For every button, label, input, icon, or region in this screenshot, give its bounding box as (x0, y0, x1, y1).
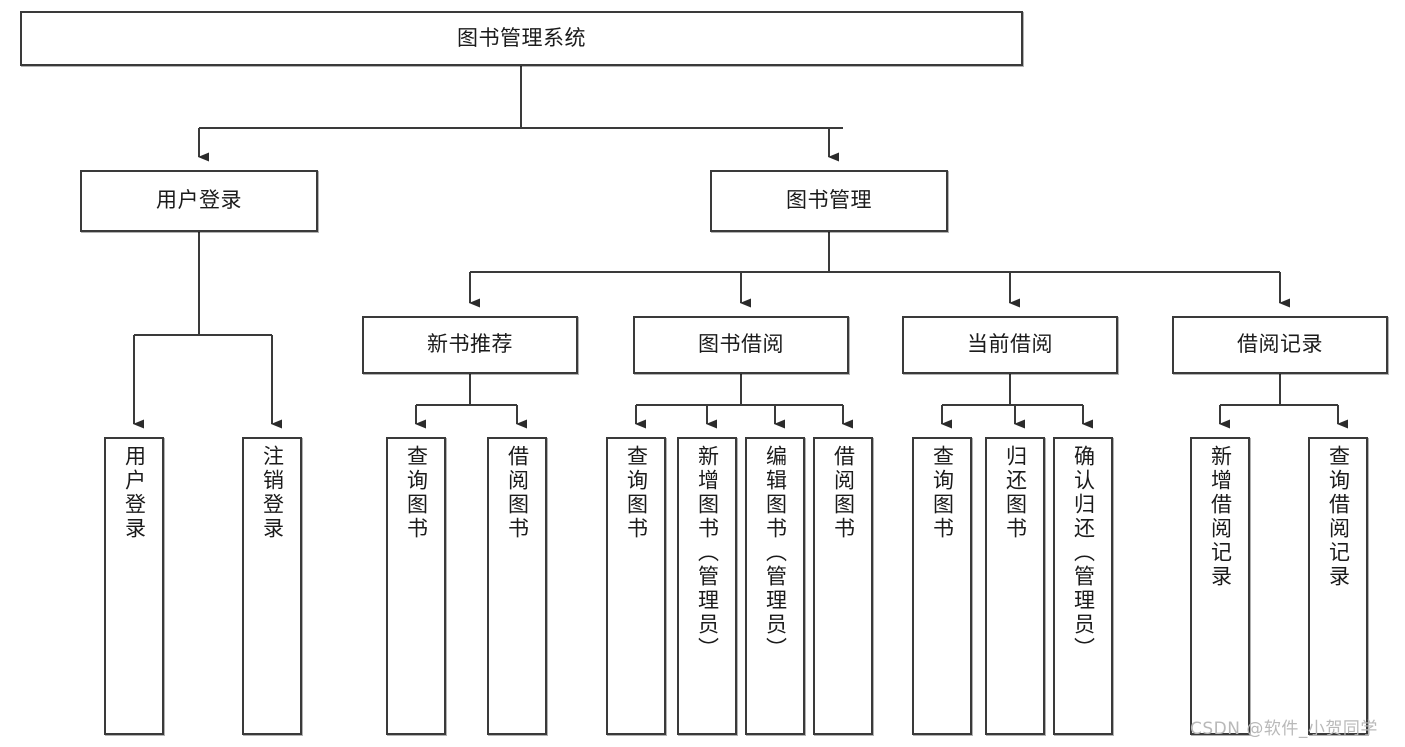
node-leaf-query-book-borrow-label: 查询图书 (624, 445, 649, 541)
node-current-borrow-label: 当前借阅 (967, 332, 1053, 357)
node-leaf-query-book-cur-label: 查询图书 (930, 445, 955, 541)
node-leaf-confirm-return-admin-label: 确认归还（管理员） (1071, 445, 1096, 661)
node-leaf-query-book-rec-label: 查询图书 (404, 445, 429, 541)
node-root[interactable]: 图书管理系统 (20, 11, 1023, 66)
node-leaf-add-borrow-record[interactable]: 新增借阅记录 (1190, 437, 1250, 735)
node-leaf-logout-label: 注销登录 (260, 445, 285, 541)
node-current-borrow[interactable]: 当前借阅 (902, 316, 1118, 374)
node-leaf-query-book-borrow[interactable]: 查询图书 (606, 437, 666, 735)
node-leaf-borrow-book[interactable]: 借阅图书 (813, 437, 873, 735)
node-leaf-add-book-admin[interactable]: 新增图书（管理员） (677, 437, 737, 735)
node-leaf-borrow-book-rec[interactable]: 借阅图书 (487, 437, 547, 735)
node-book-borrow[interactable]: 图书借阅 (633, 316, 849, 374)
node-leaf-confirm-return-admin[interactable]: 确认归还（管理员） (1053, 437, 1113, 735)
node-leaf-edit-book-admin-label: 编辑图书（管理员） (763, 445, 788, 661)
node-user-login-label: 用户登录 (156, 188, 242, 213)
node-leaf-return-book[interactable]: 归还图书 (985, 437, 1045, 735)
node-leaf-borrow-book-rec-label: 借阅图书 (505, 445, 530, 541)
node-leaf-logout[interactable]: 注销登录 (242, 437, 302, 735)
node-leaf-borrow-book-label: 借阅图书 (831, 445, 856, 541)
node-leaf-edit-book-admin[interactable]: 编辑图书（管理员） (745, 437, 805, 735)
node-new-book-recommend[interactable]: 新书推荐 (362, 316, 578, 374)
node-leaf-user-login[interactable]: 用户登录 (104, 437, 164, 735)
node-book-borrow-label: 图书借阅 (698, 332, 784, 357)
csdn-watermark: CSDN @软件_小贺同学 (1190, 719, 1378, 739)
node-leaf-user-login-label: 用户登录 (122, 445, 147, 541)
node-borrow-record-label: 借阅记录 (1237, 332, 1323, 357)
node-borrow-record[interactable]: 借阅记录 (1172, 316, 1388, 374)
node-leaf-query-borrow-record[interactable]: 查询借阅记录 (1308, 437, 1368, 735)
node-leaf-add-borrow-record-label: 新增借阅记录 (1208, 445, 1233, 589)
node-leaf-query-book-rec[interactable]: 查询图书 (386, 437, 446, 735)
node-new-book-recommend-label: 新书推荐 (427, 332, 513, 357)
node-leaf-query-book-cur[interactable]: 查询图书 (912, 437, 972, 735)
node-book-manage[interactable]: 图书管理 (710, 170, 948, 232)
node-leaf-query-borrow-record-label: 查询借阅记录 (1326, 445, 1351, 589)
node-book-manage-label: 图书管理 (786, 188, 872, 213)
node-user-login[interactable]: 用户登录 (80, 170, 318, 232)
node-root-label: 图书管理系统 (457, 25, 586, 50)
node-leaf-return-book-label: 归还图书 (1003, 445, 1028, 541)
node-leaf-add-book-admin-label: 新增图书（管理员） (695, 445, 720, 661)
